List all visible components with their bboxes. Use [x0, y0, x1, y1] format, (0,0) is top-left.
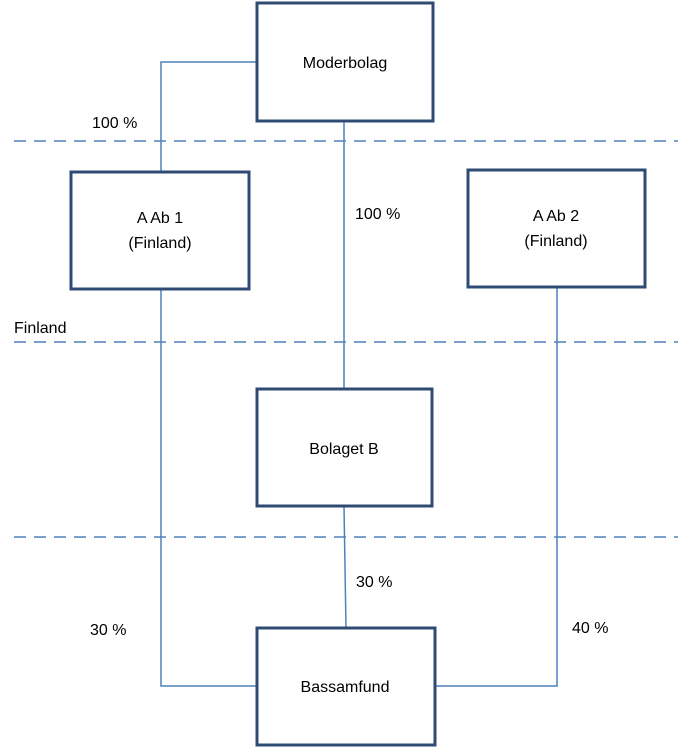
- connector-a-ab-2-to-bassamfund: [435, 287, 558, 687]
- box-bassamfund: Bassamfund: [255, 626, 437, 747]
- box-bolaget-b-label: Bolaget B: [309, 441, 378, 458]
- box-a-ab-1-label-line2: (Finland): [128, 235, 191, 252]
- box-a-ab-2-label-line1: A Ab 2: [533, 208, 579, 225]
- connector-moderbolag-to-a-ab-1: [160, 61, 257, 172]
- box-bolaget-b: Bolaget B: [255, 387, 434, 508]
- box-a-ab-1-label-line1: A Ab 1: [137, 210, 183, 227]
- connector-bolaget-b-to-bassamfund: [343, 505, 347, 629]
- box-moderbolag-label: Moderbolag: [303, 55, 388, 72]
- label-moderbolag-to-bolaget-b: 100 %: [355, 206, 400, 223]
- box-a-ab-2: A Ab 2 (Finland): [466, 168, 647, 289]
- label-a-ab-1-to-bassamfund: 30 %: [90, 622, 126, 639]
- label-finland-zone: Finland: [14, 320, 66, 337]
- label-moderbolag-to-a-ab-1: 100 %: [92, 115, 137, 132]
- box-a-ab-1: A Ab 1 (Finland): [69, 170, 251, 291]
- label-a-ab-2-to-bassamfund: 40 %: [572, 620, 608, 637]
- box-a-ab-2-label-line2: (Finland): [524, 233, 587, 250]
- box-moderbolag: Moderbolag: [255, 1, 435, 123]
- connector-a-ab-1-to-bassamfund: [160, 289, 257, 687]
- box-bassamfund-label: Bassamfund: [301, 679, 390, 696]
- label-bolaget-b-to-bassamfund: 30 %: [356, 574, 392, 591]
